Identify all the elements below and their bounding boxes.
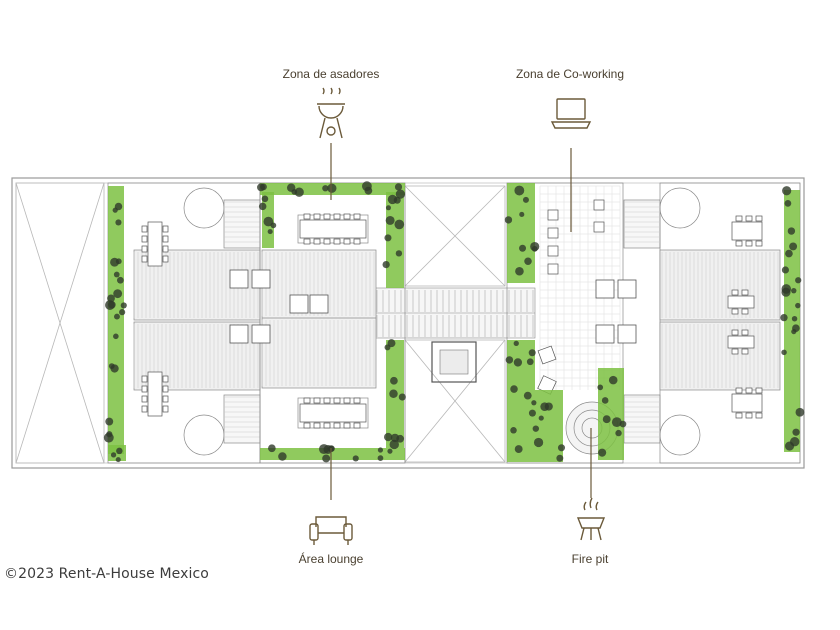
furniture [141, 199, 763, 429]
bathrooms [229, 269, 637, 344]
label-coworking-zone: Zona de Co-working [515, 67, 625, 81]
elevator-core [431, 341, 477, 383]
label-lounge-area: Área lounge [298, 552, 364, 566]
label-fire-pit: Fire pit [571, 552, 609, 566]
right-center-block [506, 182, 661, 464]
armchair-icon [309, 516, 353, 545]
right-wing-hatch [624, 201, 779, 438]
grill-icon [317, 87, 345, 139]
label-grill-zone: Zona de asadores [282, 67, 380, 81]
watermark: ©2023 Rent-A-House Mexico [4, 566, 209, 582]
elevator-cab [439, 349, 469, 375]
building-outline [11, 177, 805, 469]
leader-lines [330, 143, 592, 500]
right-wing [659, 182, 801, 464]
left-void [15, 182, 105, 464]
central-stair-treads [376, 290, 534, 337]
laptop-icon [550, 98, 592, 129]
fire-pit-icon [576, 497, 606, 541]
left-wing [107, 182, 261, 464]
greenery [103, 181, 805, 463]
